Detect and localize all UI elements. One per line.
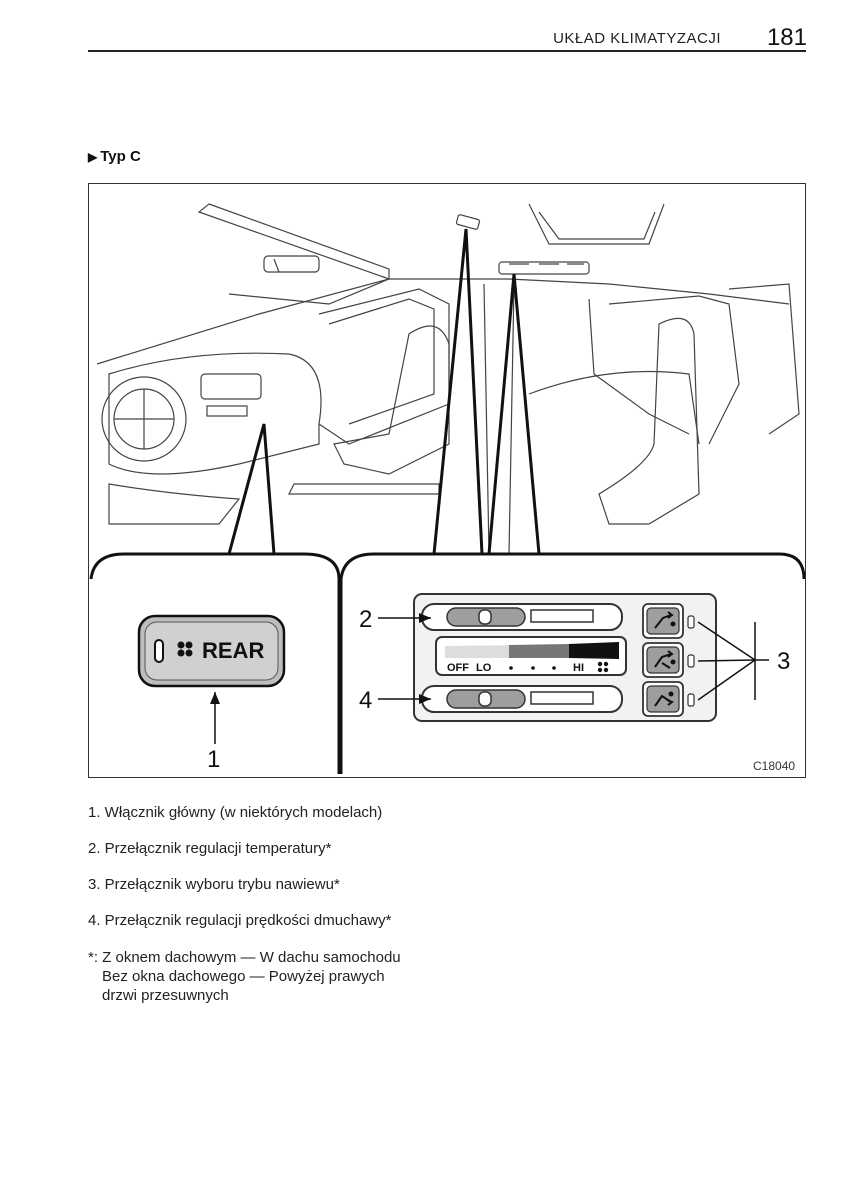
mode-buttons: [642, 603, 695, 717]
header-rule: [88, 50, 806, 52]
callout-2: 2: [359, 606, 431, 633]
caption-list: 1. Włącznik główny (w niektórych modelac…: [88, 803, 448, 947]
header-section-title: UKŁAD KLIMATYZACJI: [553, 30, 721, 47]
figure-illustration: REAR 1 OFF LO: [88, 183, 806, 778]
callout-leaders: [227, 228, 541, 555]
footnote-line: *: Z oknem dachowym — W dachu samochodu: [88, 949, 401, 966]
fan-scale-dot: [509, 666, 513, 670]
callout-4-number: 4: [359, 687, 372, 714]
callout-3-number: 3: [777, 648, 790, 675]
fan-scale-dot: [552, 666, 556, 670]
figure-code: C18040: [753, 759, 795, 773]
control-panel: OFF LO HI: [413, 593, 717, 722]
fan-icon: [177, 641, 193, 657]
rear-switch-label: REAR: [202, 638, 264, 663]
fan-scale-lo: LO: [476, 662, 492, 674]
fan-scale-hi: HI: [573, 662, 584, 674]
callout-1: 1: [207, 692, 220, 773]
page-number: 181: [766, 24, 807, 51]
fan-icon: [597, 661, 609, 673]
footnote-line: drzwi przesuwnych: [102, 987, 229, 1004]
rear-switch: REAR: [137, 614, 286, 688]
callout-4: 4: [359, 687, 431, 714]
vent-bilevel-icon: [654, 650, 676, 669]
fan-speed-slider: [421, 685, 623, 713]
callout-2-number: 2: [359, 606, 372, 633]
subheading-text: Typ C: [100, 148, 141, 165]
callout-3: 3: [697, 621, 790, 701]
play-triangle-icon: ▶: [88, 150, 98, 164]
subheading: ▶Typ C: [88, 148, 141, 165]
fan-speed-scale: OFF LO HI: [435, 636, 627, 676]
inset-frames: [89, 552, 805, 774]
fan-scale-off: OFF: [447, 662, 469, 674]
temperature-slider: [421, 603, 623, 631]
car-interior-drawing: [96, 203, 800, 555]
callout-1-number: 1: [207, 746, 220, 773]
caption-item: 3. Przełącznik wyboru trybu nawiewu*: [88, 876, 340, 893]
fan-scale-dot: [531, 666, 535, 670]
caption-item: 2. Przełącznik regulacji temperatury*: [88, 840, 332, 857]
vent-face-icon: [654, 611, 676, 629]
vent-foot-icon: [654, 691, 675, 707]
caption-item: 1. Włącznik główny (w niektórych modelac…: [88, 804, 383, 821]
footnote-line: Bez okna dachowego — Powyżej prawych: [102, 968, 385, 985]
footnote: *: Z oknem dachowym — W dachu samochodu …: [88, 948, 448, 1005]
caption-item: 4. Przełącznik regulacji prędkości dmuch…: [88, 912, 392, 929]
